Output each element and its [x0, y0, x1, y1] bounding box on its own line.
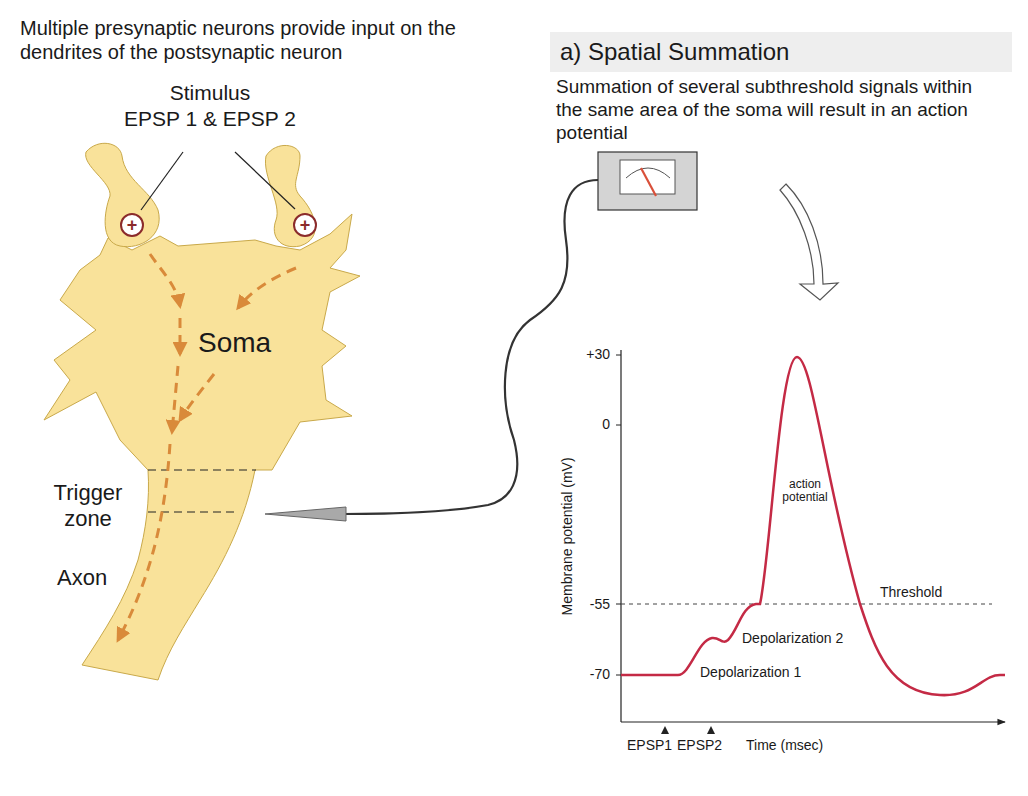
signal-arrow: [150, 254, 180, 306]
axis-tick: [616, 675, 621, 676]
synapse-circle: [121, 214, 143, 236]
signal-arrows: [118, 254, 296, 640]
epsp-label: EPSP1: [627, 737, 677, 754]
axis-value: +30: [560, 346, 610, 363]
leader-line: [235, 152, 295, 209]
axis-ticks: [616, 355, 621, 675]
epsp-label: EPSP2: [677, 737, 727, 754]
part-label: Soma: [198, 326, 288, 360]
signal-arrow: [172, 366, 178, 432]
phase-label: Depolarization 2: [742, 630, 862, 647]
threshold-line: [621, 604, 992, 605]
electrode-tip: [265, 507, 346, 521]
epsp-marker: [707, 726, 715, 734]
axis-tick: [616, 425, 621, 426]
axis-value: -70: [560, 666, 610, 683]
excitatory-sign: +: [294, 213, 316, 237]
signal-arrow: [118, 444, 170, 640]
curve-label: action potential: [778, 478, 832, 504]
part-label: Axon: [57, 565, 127, 591]
trigger-zone-boundary: [148, 469, 256, 470]
axis-tick: [616, 604, 621, 605]
neuron-illustration: [44, 143, 360, 680]
signal-arrow: [238, 268, 296, 308]
meter-dial: [620, 160, 675, 194]
x-axis: [621, 721, 1005, 722]
section-heading-band: a) Spatial Summation: [550, 32, 1012, 72]
meter-box: [598, 152, 697, 210]
stimulus-label: Stimulus: [130, 80, 290, 105]
heading-text: a) Spatial Summation: [560, 36, 1002, 67]
axis-value: 0: [560, 416, 610, 433]
description-text: Summation of several subthreshold signal…: [556, 76, 1001, 144]
stimulus-label: EPSP 1 & EPSP 2: [110, 106, 310, 131]
signal-arrow: [180, 374, 214, 420]
figure-note: Multiple presynaptic neurons provide inp…: [20, 16, 500, 64]
phase-label: Depolarization 1: [700, 664, 820, 681]
axis-title: Membrane potential (mV): [559, 426, 576, 646]
excitatory-sign: +: [121, 213, 143, 237]
meter-scale: [626, 168, 670, 178]
axis-title: Time (msec): [746, 737, 856, 754]
epsp-marker: [661, 726, 669, 734]
voltmeter: [265, 152, 838, 521]
leader-line: [141, 152, 183, 210]
presynaptic-terminal: [86, 143, 160, 246]
output-arrow: [780, 184, 838, 300]
threshold-label: Threshold: [880, 584, 970, 601]
presynaptic-terminal: [265, 145, 315, 246]
axis-tick: [616, 355, 621, 356]
meter-needle: [641, 168, 656, 196]
part-label: Trigger zone: [38, 480, 138, 533]
y-axis: [620, 350, 621, 722]
synapse-circle: [294, 214, 316, 236]
signal-arrow: [179, 318, 182, 354]
voltage-graph: [616, 350, 1005, 734]
soma-body: [44, 214, 360, 680]
membrane-potential-curve: [621, 357, 1005, 695]
